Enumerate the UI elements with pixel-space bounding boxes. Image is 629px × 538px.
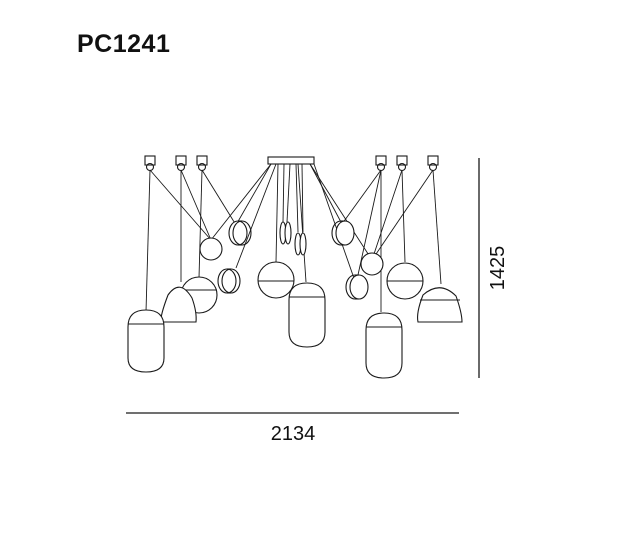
cable-ball [360, 252, 384, 276]
ceiling-anchor [196, 155, 208, 166]
cable-ball [199, 237, 223, 261]
ceiling-anchors [144, 155, 439, 172]
counterweight-disc [331, 220, 355, 246]
ceiling-anchor [396, 155, 408, 166]
capsule-lamp [365, 312, 403, 379]
counterweight-small [279, 221, 307, 256]
ceiling-anchor [144, 155, 156, 166]
globe-lamp [386, 262, 424, 300]
globe-lamp [257, 261, 295, 299]
bell-lamp [417, 287, 463, 323]
suspension-cables [145, 163, 442, 313]
height-value: 1425 [487, 246, 509, 291]
capsule-lamp [288, 282, 326, 348]
width-dimension: 2134 [126, 412, 459, 445]
ceiling-anchor [175, 155, 187, 166]
width-value: 2134 [271, 423, 316, 445]
capsule-lamp [127, 309, 165, 373]
counterweights [217, 220, 369, 300]
product-code-title: PC1241 [77, 30, 171, 58]
counterweight-disc [228, 220, 252, 246]
bell-lamp [160, 286, 197, 323]
counterweight-disc [345, 274, 369, 300]
central-canopy [267, 156, 315, 165]
ceiling-anchor [427, 155, 439, 166]
height-dimension: 1425 [478, 158, 509, 378]
ceiling-anchor [375, 155, 387, 166]
counterweight-disc [217, 268, 241, 294]
